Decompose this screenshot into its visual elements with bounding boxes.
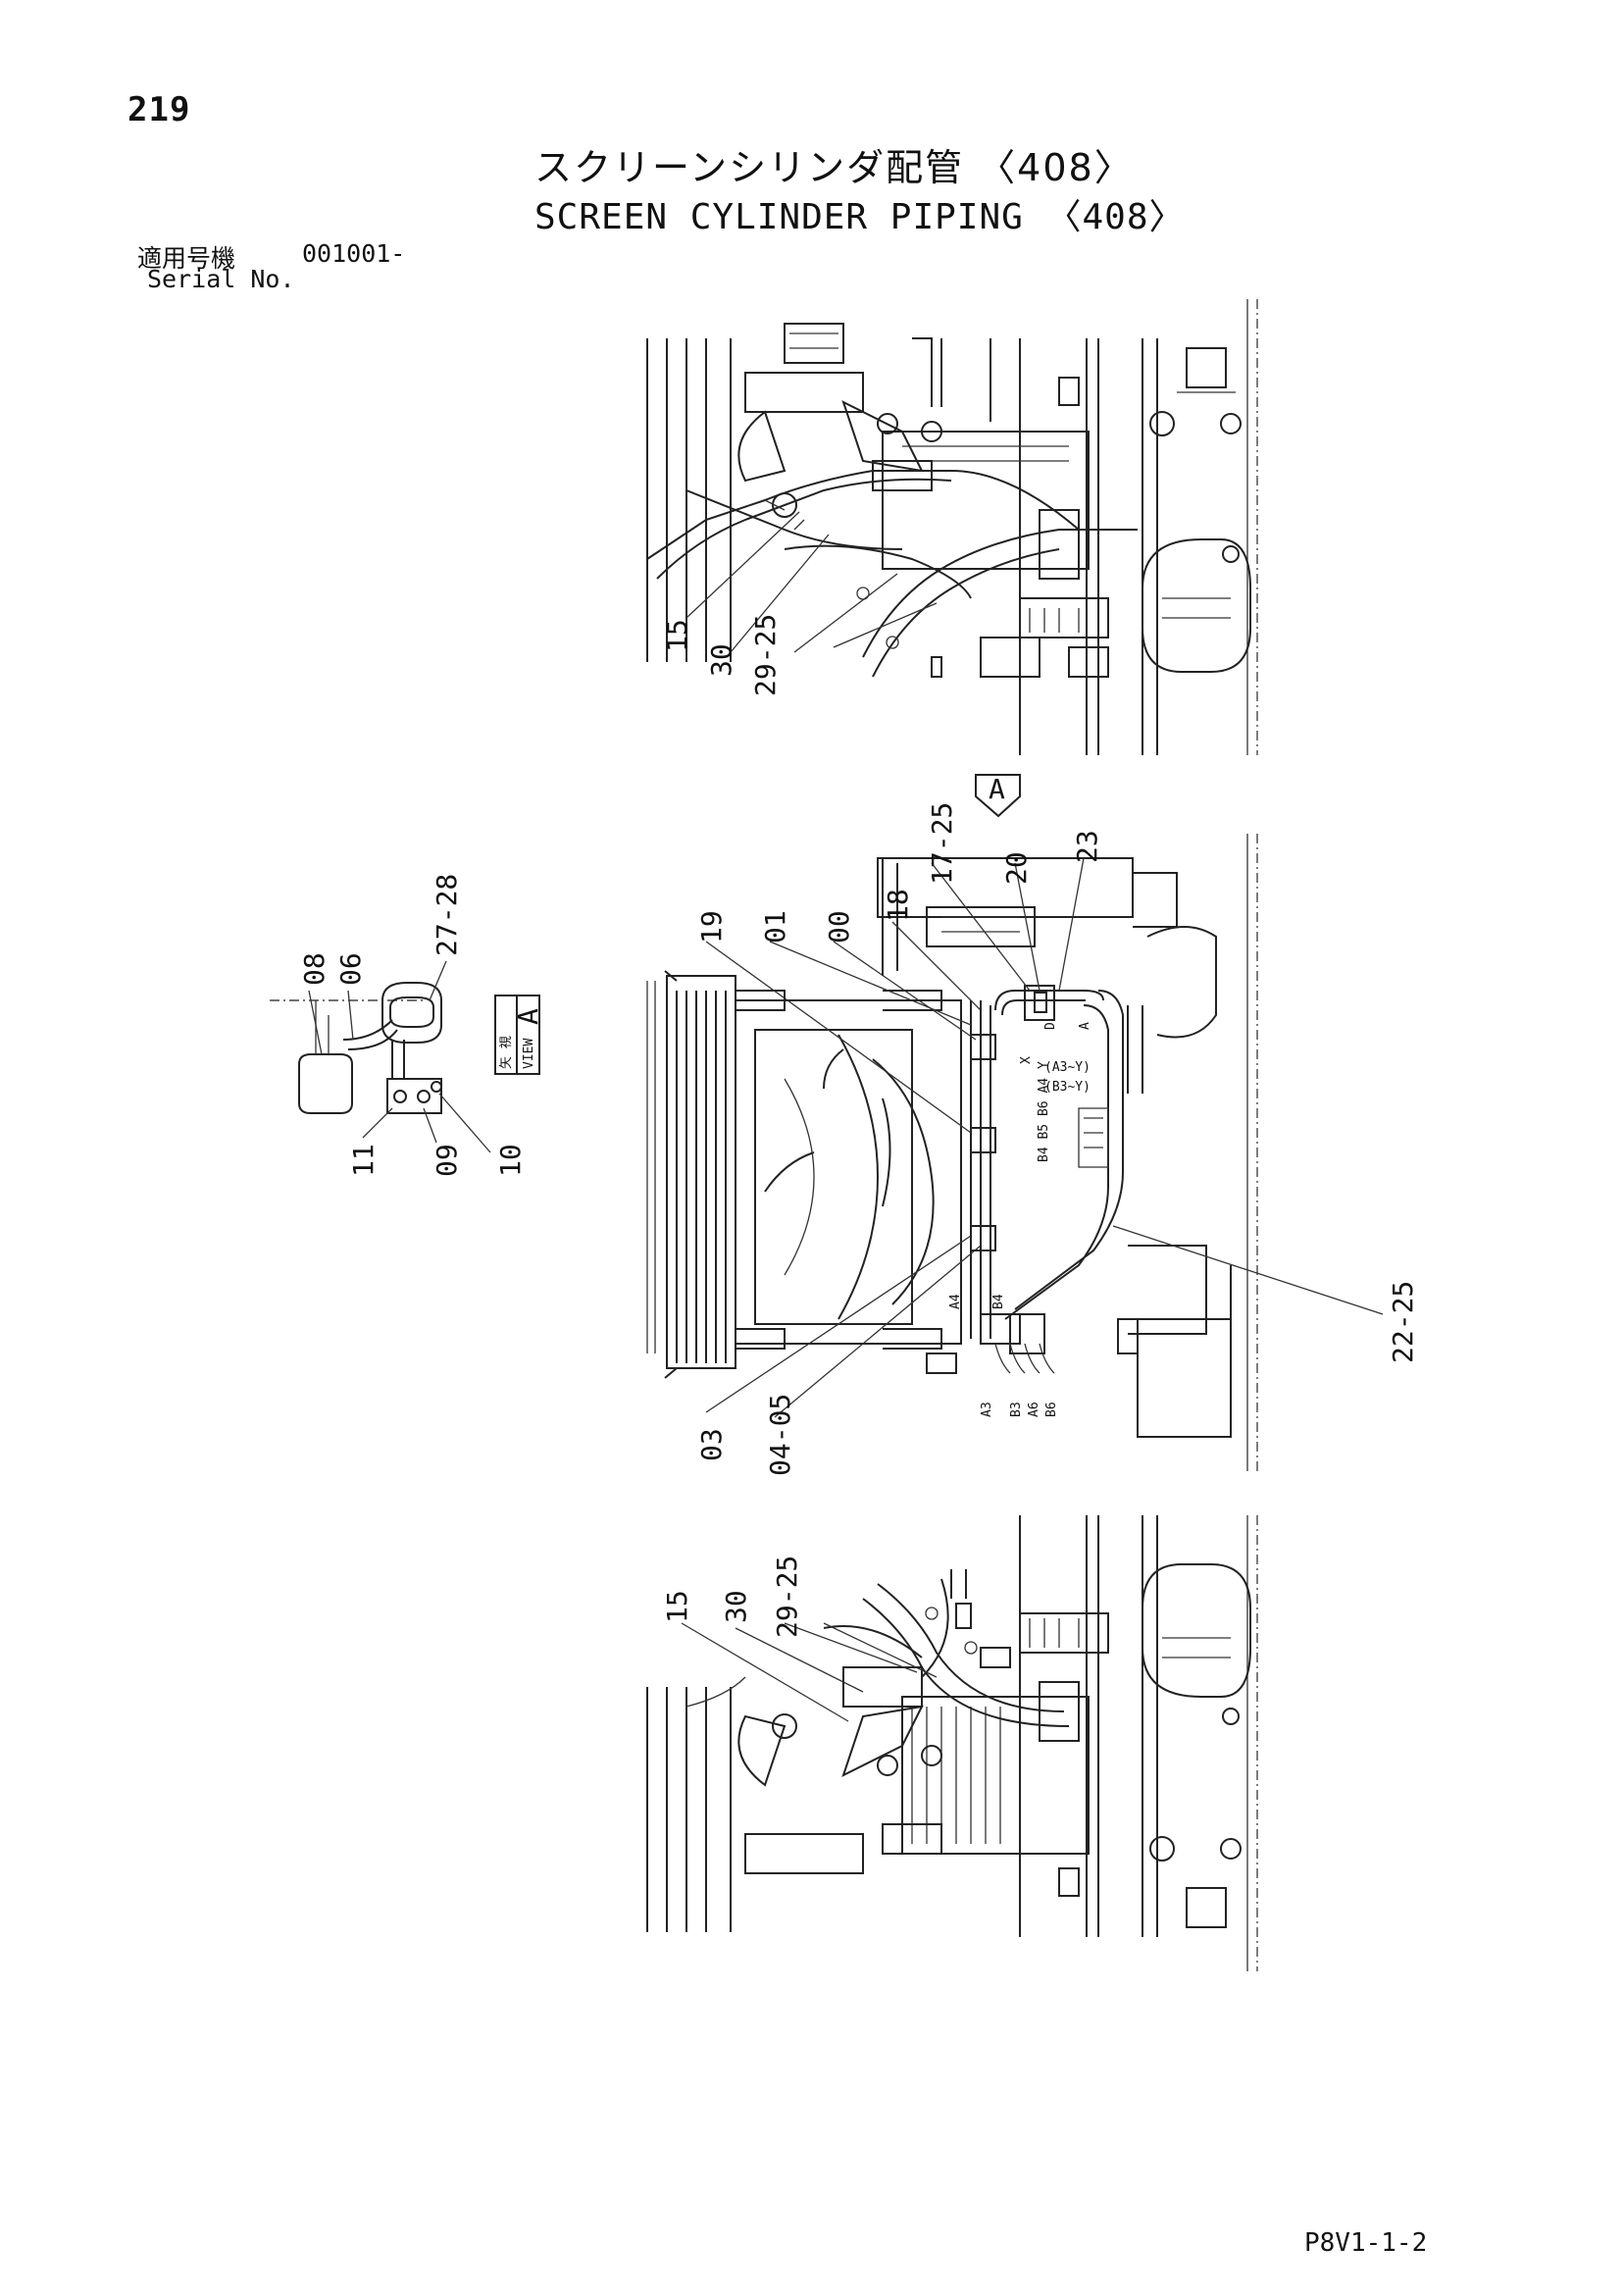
- part-label: 11: [347, 1144, 380, 1177]
- port-label: A3: [980, 1402, 994, 1417]
- port-label: (B3~Y): [1044, 1080, 1091, 1095]
- page-number: 219: [127, 90, 191, 129]
- port-label: D: [1043, 1022, 1058, 1030]
- port-label: (A3~Y): [1044, 1060, 1091, 1075]
- view-a-marker: A: [975, 773, 1021, 818]
- part-label: 09: [431, 1144, 463, 1177]
- part-label: 22-25: [1387, 1281, 1419, 1363]
- port-label: A4: [948, 1294, 963, 1309]
- port-label: B4 B5 B6 A4: [1037, 1078, 1051, 1162]
- view-a-leader-lines: [308, 960, 491, 1153]
- port-label: Y: [1037, 1061, 1051, 1069]
- view-a-box: 矢 視 VIEW A: [494, 995, 544, 1075]
- port-label: X: [1019, 1056, 1034, 1064]
- view-box-japanese: 矢 視: [499, 1036, 514, 1069]
- part-label: 29-25: [749, 614, 782, 696]
- part-label: 27-28: [431, 874, 463, 956]
- page-title-japanese: スクリーンシリンダ配管 〈408〉: [534, 146, 1134, 189]
- middle-plan-view-drawing: [646, 834, 1258, 1471]
- top-side-view-drawing: [646, 299, 1258, 755]
- part-label: 19: [695, 910, 728, 944]
- part-label: 00: [823, 910, 855, 944]
- part-label: 30: [720, 1590, 752, 1623]
- part-label: 23: [1071, 830, 1103, 863]
- part-label: 08: [298, 952, 330, 986]
- footer-page-code: P8V1-1-2: [1304, 2228, 1428, 2258]
- view-a-detail-drawing: [270, 982, 442, 1114]
- bottom-view-leader-lines: [681, 1622, 938, 1722]
- view-box-letter: A: [512, 1008, 544, 1025]
- part-label: 30: [705, 643, 737, 677]
- part-label: 29-25: [771, 1556, 803, 1638]
- part-label: 10: [494, 1144, 527, 1177]
- part-label: 17-25: [926, 802, 958, 885]
- serial-label-english: Serial No.: [147, 265, 295, 293]
- port-label: A: [1078, 1022, 1092, 1030]
- port-label: B6: [1044, 1402, 1059, 1417]
- port-label: B3: [1009, 1402, 1024, 1417]
- view-box-english: VIEW: [522, 1039, 536, 1069]
- serial-number-value: 001001-: [302, 239, 406, 268]
- bottom-side-view-drawing: [646, 1515, 1258, 1971]
- page-title-english: SCREEN CYLINDER PIPING 〈408〉: [534, 197, 1186, 237]
- part-label: 03: [695, 1428, 728, 1461]
- port-label: B4: [991, 1294, 1006, 1309]
- middle-view-leader-lines: [705, 857, 1384, 1418]
- serial-label-japanese: 適用号機: [137, 244, 236, 273]
- part-label: 04-05: [764, 1394, 796, 1476]
- part-label: 06: [334, 952, 367, 986]
- part-label: 18: [882, 889, 914, 922]
- part-label: 15: [661, 619, 693, 652]
- top-view-leader-lines: [685, 511, 938, 653]
- part-label: 01: [759, 910, 791, 944]
- part-label: 15: [661, 1590, 693, 1623]
- port-label: A6: [1027, 1402, 1041, 1417]
- view-marker-letter: A: [989, 773, 1005, 805]
- part-label: 20: [1000, 851, 1033, 885]
